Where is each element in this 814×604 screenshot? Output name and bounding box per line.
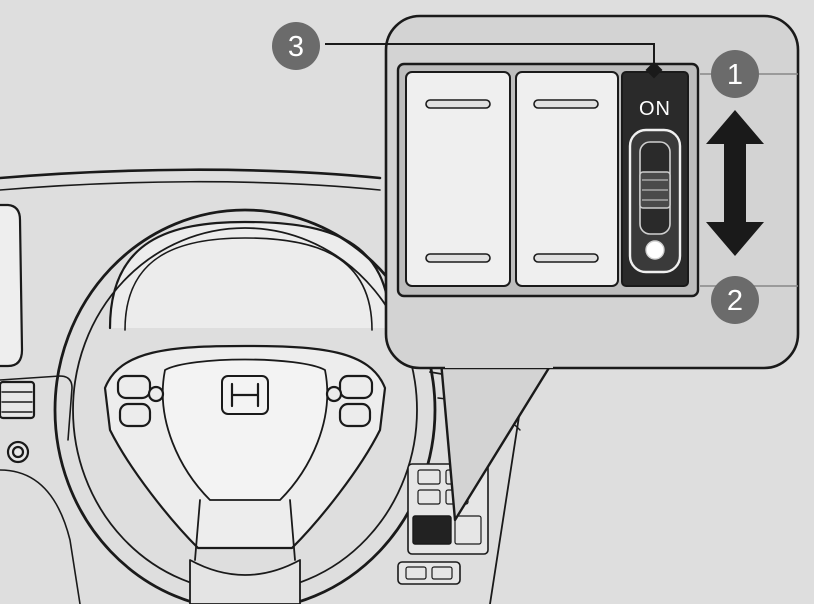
right-spoke-buttons [325,374,374,428]
left-air-vent [0,380,36,420]
callout-badge-2: 2 [711,276,759,324]
double-headed-arrow-icon [706,110,764,256]
vent-knob [6,440,30,464]
center-display [0,203,24,368]
rocker-switch-icon [412,515,452,545]
steering-wheel-icon [53,208,437,604]
callout-pointer [438,348,562,522]
dashboard-drawing [0,168,521,604]
left-spoke-buttons [116,374,165,428]
on-label: ON [639,98,671,120]
blank-switch-left [405,71,511,287]
leader-marker [645,61,663,79]
leader-line [325,43,655,66]
steering-column [189,559,301,604]
callout-label-3: 3 [288,31,304,63]
callout-badge-3: 3 [272,22,320,70]
brand-logo-icon [221,375,269,415]
callout-label-2: 2 [727,285,743,317]
callout-label-1: 1 [727,59,743,91]
callout-badge-1: 1 [711,50,759,98]
blank-switch-middle [515,71,619,287]
indicator-light [645,240,665,260]
switch-assembly [396,62,700,298]
